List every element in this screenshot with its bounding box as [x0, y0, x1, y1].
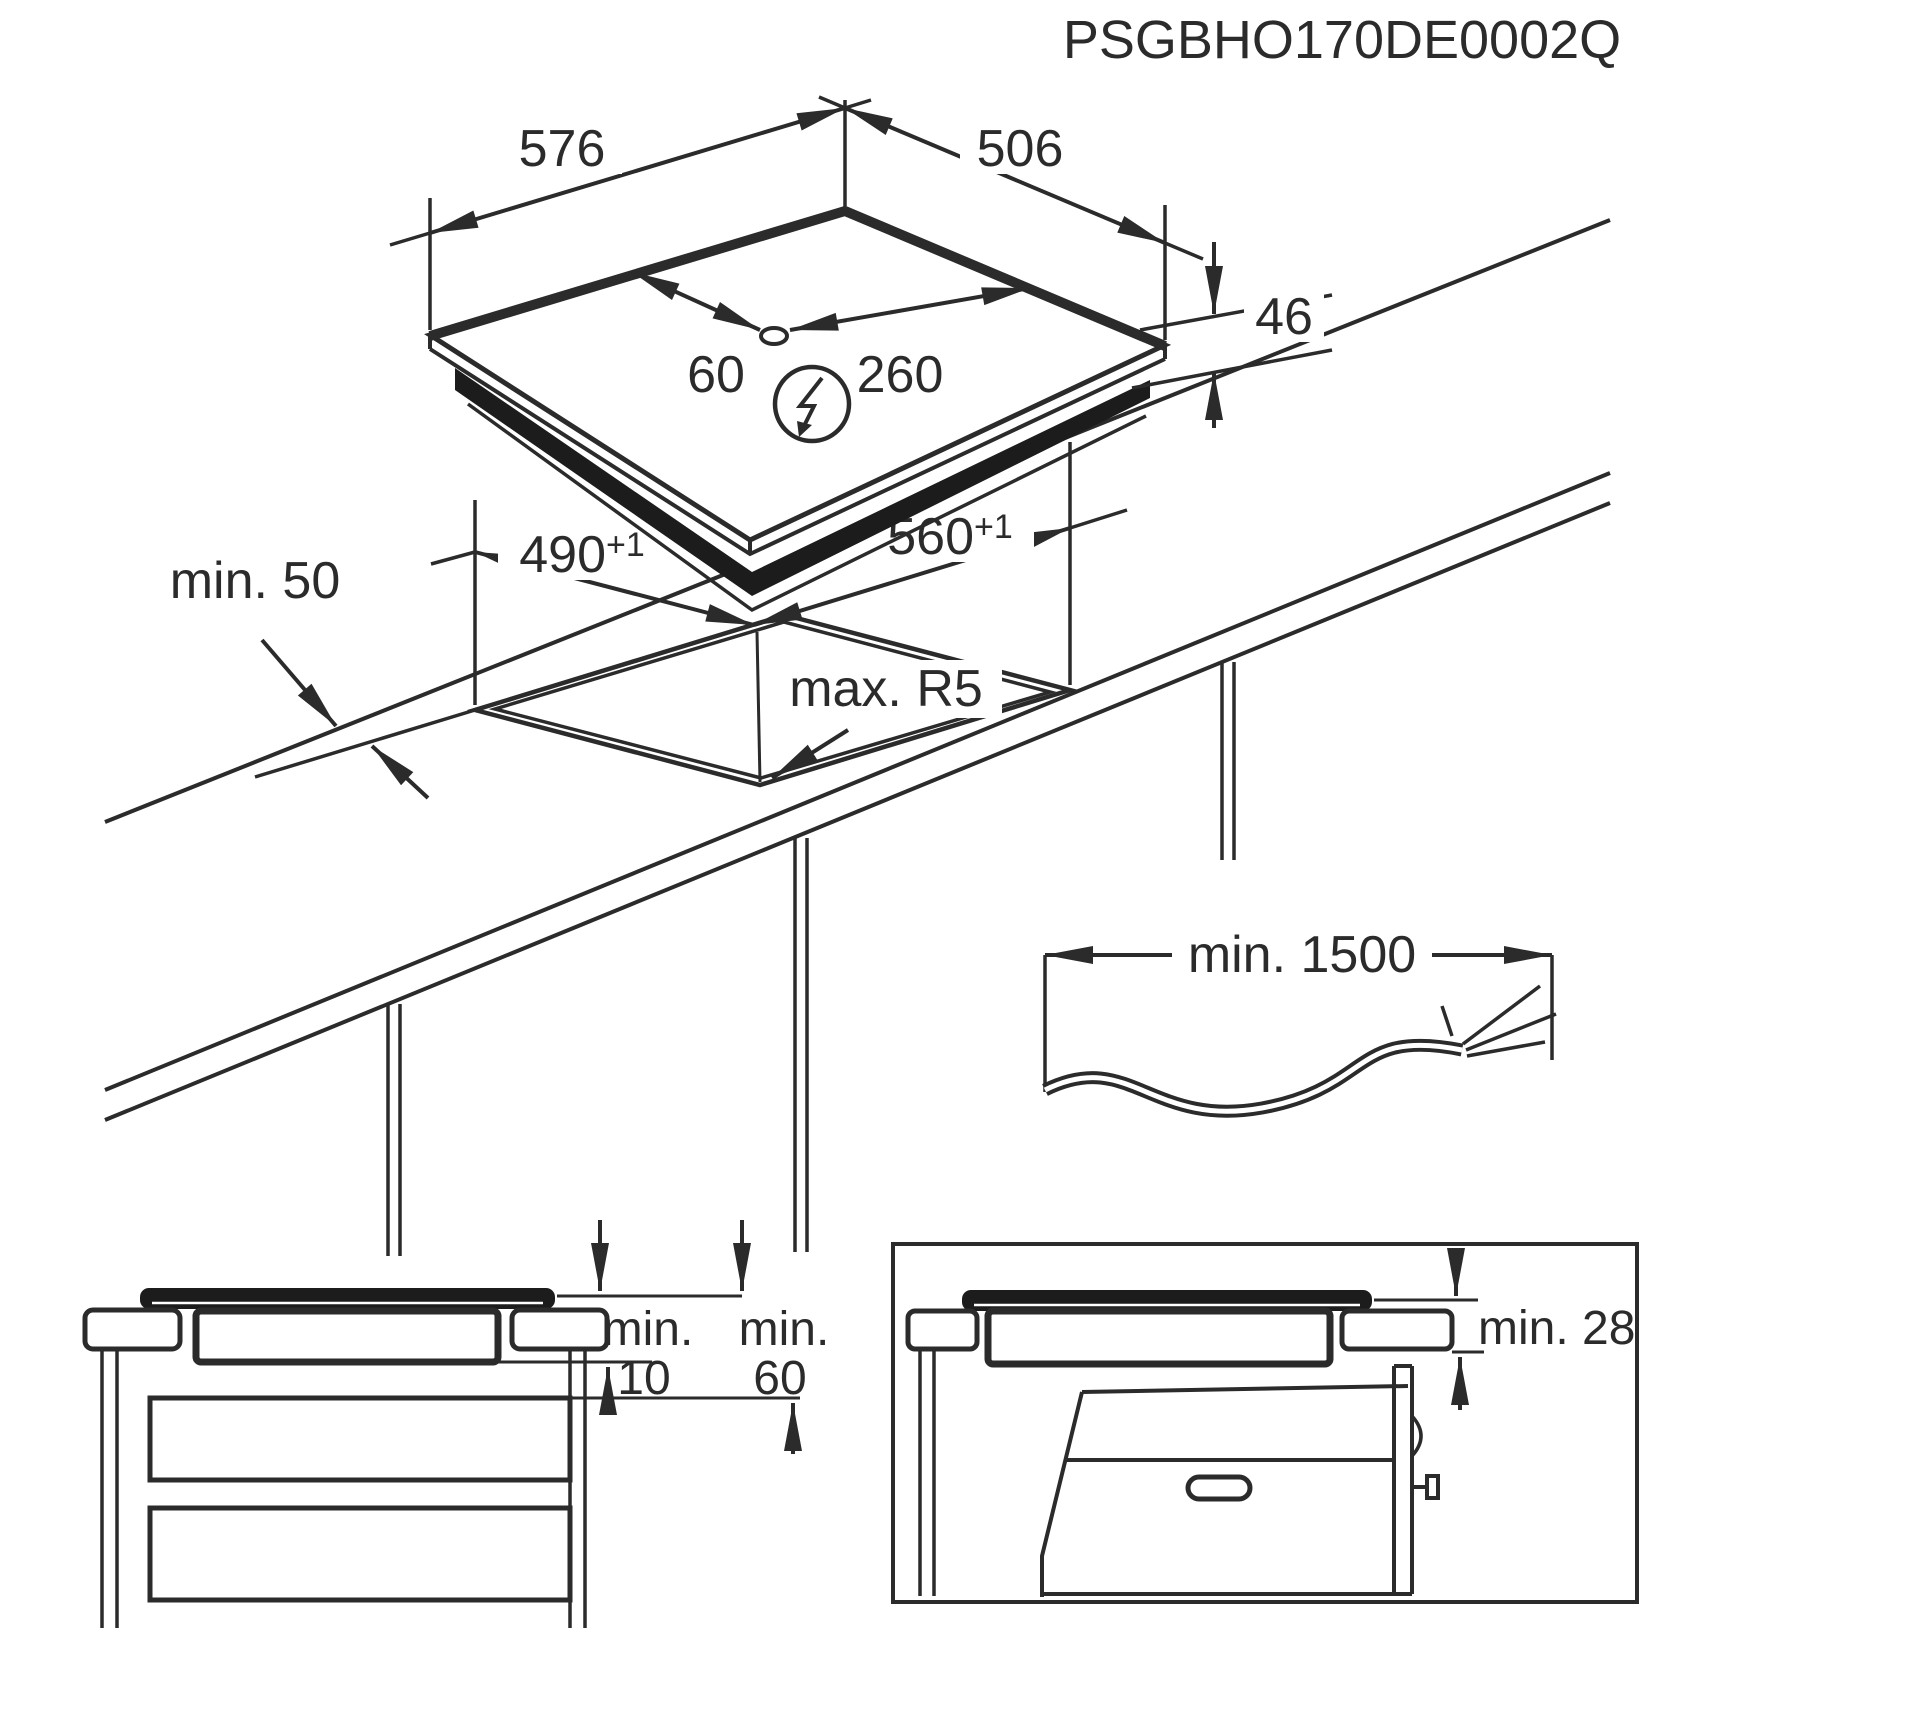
hob-height-dimension: 46 [1131, 242, 1333, 428]
section-drawer-1 [147, 1395, 573, 1483]
cable-length-label: min. 1500 [1188, 926, 1416, 984]
hob-width-dim-line [429, 106, 846, 235]
hob-depth-label-bg [960, 116, 1080, 174]
clearance-10-value: 10 [617, 1352, 670, 1405]
oven-view-worktop-right [1339, 1308, 1455, 1352]
cutout-depth-dim-label: 490+1 [519, 526, 645, 584]
clearance-60-min-label: min. [739, 1303, 830, 1356]
cutout-depth-label-bg [498, 520, 666, 580]
oven-view-cabinet-side [918, 1349, 936, 1596]
cable-length-label-bg [1172, 922, 1432, 986]
lightning-bolt-tip [797, 421, 812, 437]
oven-handle [1185, 1474, 1253, 1502]
corner-radius-arrow [770, 728, 850, 780]
oven-hinge-bulge [1410, 1414, 1423, 1458]
front-clearance-label: min. 50 [170, 552, 341, 610]
connection-offset-right-line [789, 286, 1031, 332]
oven-view-worktop-left [905, 1308, 980, 1352]
hob-width-dim-tails [389, 98, 872, 247]
worktop-back-edge-right [1054, 218, 1611, 444]
connection-position: 60 260 [631, 270, 1031, 444]
cutout-width-dim-tail [1069, 508, 1128, 530]
oven-left-edge [1040, 1391, 1084, 1597]
hob-height-label-bg [1244, 284, 1324, 342]
worktop-front-edge-bottom [104, 501, 1611, 1122]
section-drawer-2 [147, 1505, 573, 1603]
lightning-bolt-icon [795, 376, 824, 429]
cable-curve-inner [1043, 1042, 1463, 1114]
drawing-title: PSGBHO170DE0002Q [1063, 10, 1621, 70]
hob-body-bottom-outline [466, 402, 1147, 613]
section-worktop-left [82, 1307, 183, 1352]
clearance-60-value: 60 [753, 1352, 806, 1405]
oven-knob [1425, 1474, 1440, 1500]
section-worktop-right [509, 1307, 610, 1352]
cutout-depth-dim-tail [430, 550, 476, 566]
cabinet-section-view: min. 10 min. 60 [82, 1220, 830, 1628]
hob-depth-dim-line [844, 106, 1166, 245]
oven-view-hob-body [984, 1307, 1334, 1368]
corner-radius-label-bg [770, 660, 1002, 718]
worktop-front-edge-top [104, 471, 1611, 1092]
corner-radius-label: max. R5 [789, 660, 983, 718]
front-clearance-arrow-upper [260, 638, 338, 728]
oven-section-view: min. 28 [891, 1242, 1639, 1604]
cabinet-legs [386, 662, 1236, 1256]
cable-frayed-wires [1440, 984, 1557, 1058]
connection-offset-left-line [631, 270, 761, 332]
hob-glass-side [428, 335, 1167, 557]
section-cabinet-sides [100, 1349, 587, 1628]
hob-depth-dim-label: 506 [977, 120, 1064, 178]
connection-offset-left-label: 60 [687, 346, 745, 404]
hob-height-dim-label: 46 [1255, 288, 1313, 346]
hob-isometric-view: 576 506 60 260 46 [389, 95, 1333, 613]
oven-top-edge [1081, 1384, 1409, 1394]
section-hob-glass [140, 1288, 555, 1309]
oven-body [1040, 1364, 1440, 1597]
section-hob-body [192, 1307, 502, 1366]
power-cable-diagram: min. 1500 [1042, 922, 1557, 1118]
connection-offset-right-label: 260 [857, 346, 944, 404]
front-clearance-arrow-lower [370, 744, 430, 800]
clearance-10-min-label: min. [603, 1303, 694, 1356]
cutout-corner-helper-line [755, 631, 762, 783]
worktop-cutout-view: 490+1 560+1 min. 50 max. R5 [170, 442, 1128, 800]
oven-right-panel [1392, 1364, 1414, 1594]
hob-width-dim-label: 576 [519, 120, 606, 178]
hob-body-skirt [455, 368, 1150, 596]
front-clearance-extension [254, 708, 476, 779]
connection-point [759, 326, 789, 346]
hob-bottom-ref-line [1131, 348, 1333, 390]
oven-clearance-label: min. 28 [1478, 1302, 1635, 1355]
hob-width-label-bg [502, 116, 622, 174]
hob-depth-dim-tails [818, 95, 1204, 261]
